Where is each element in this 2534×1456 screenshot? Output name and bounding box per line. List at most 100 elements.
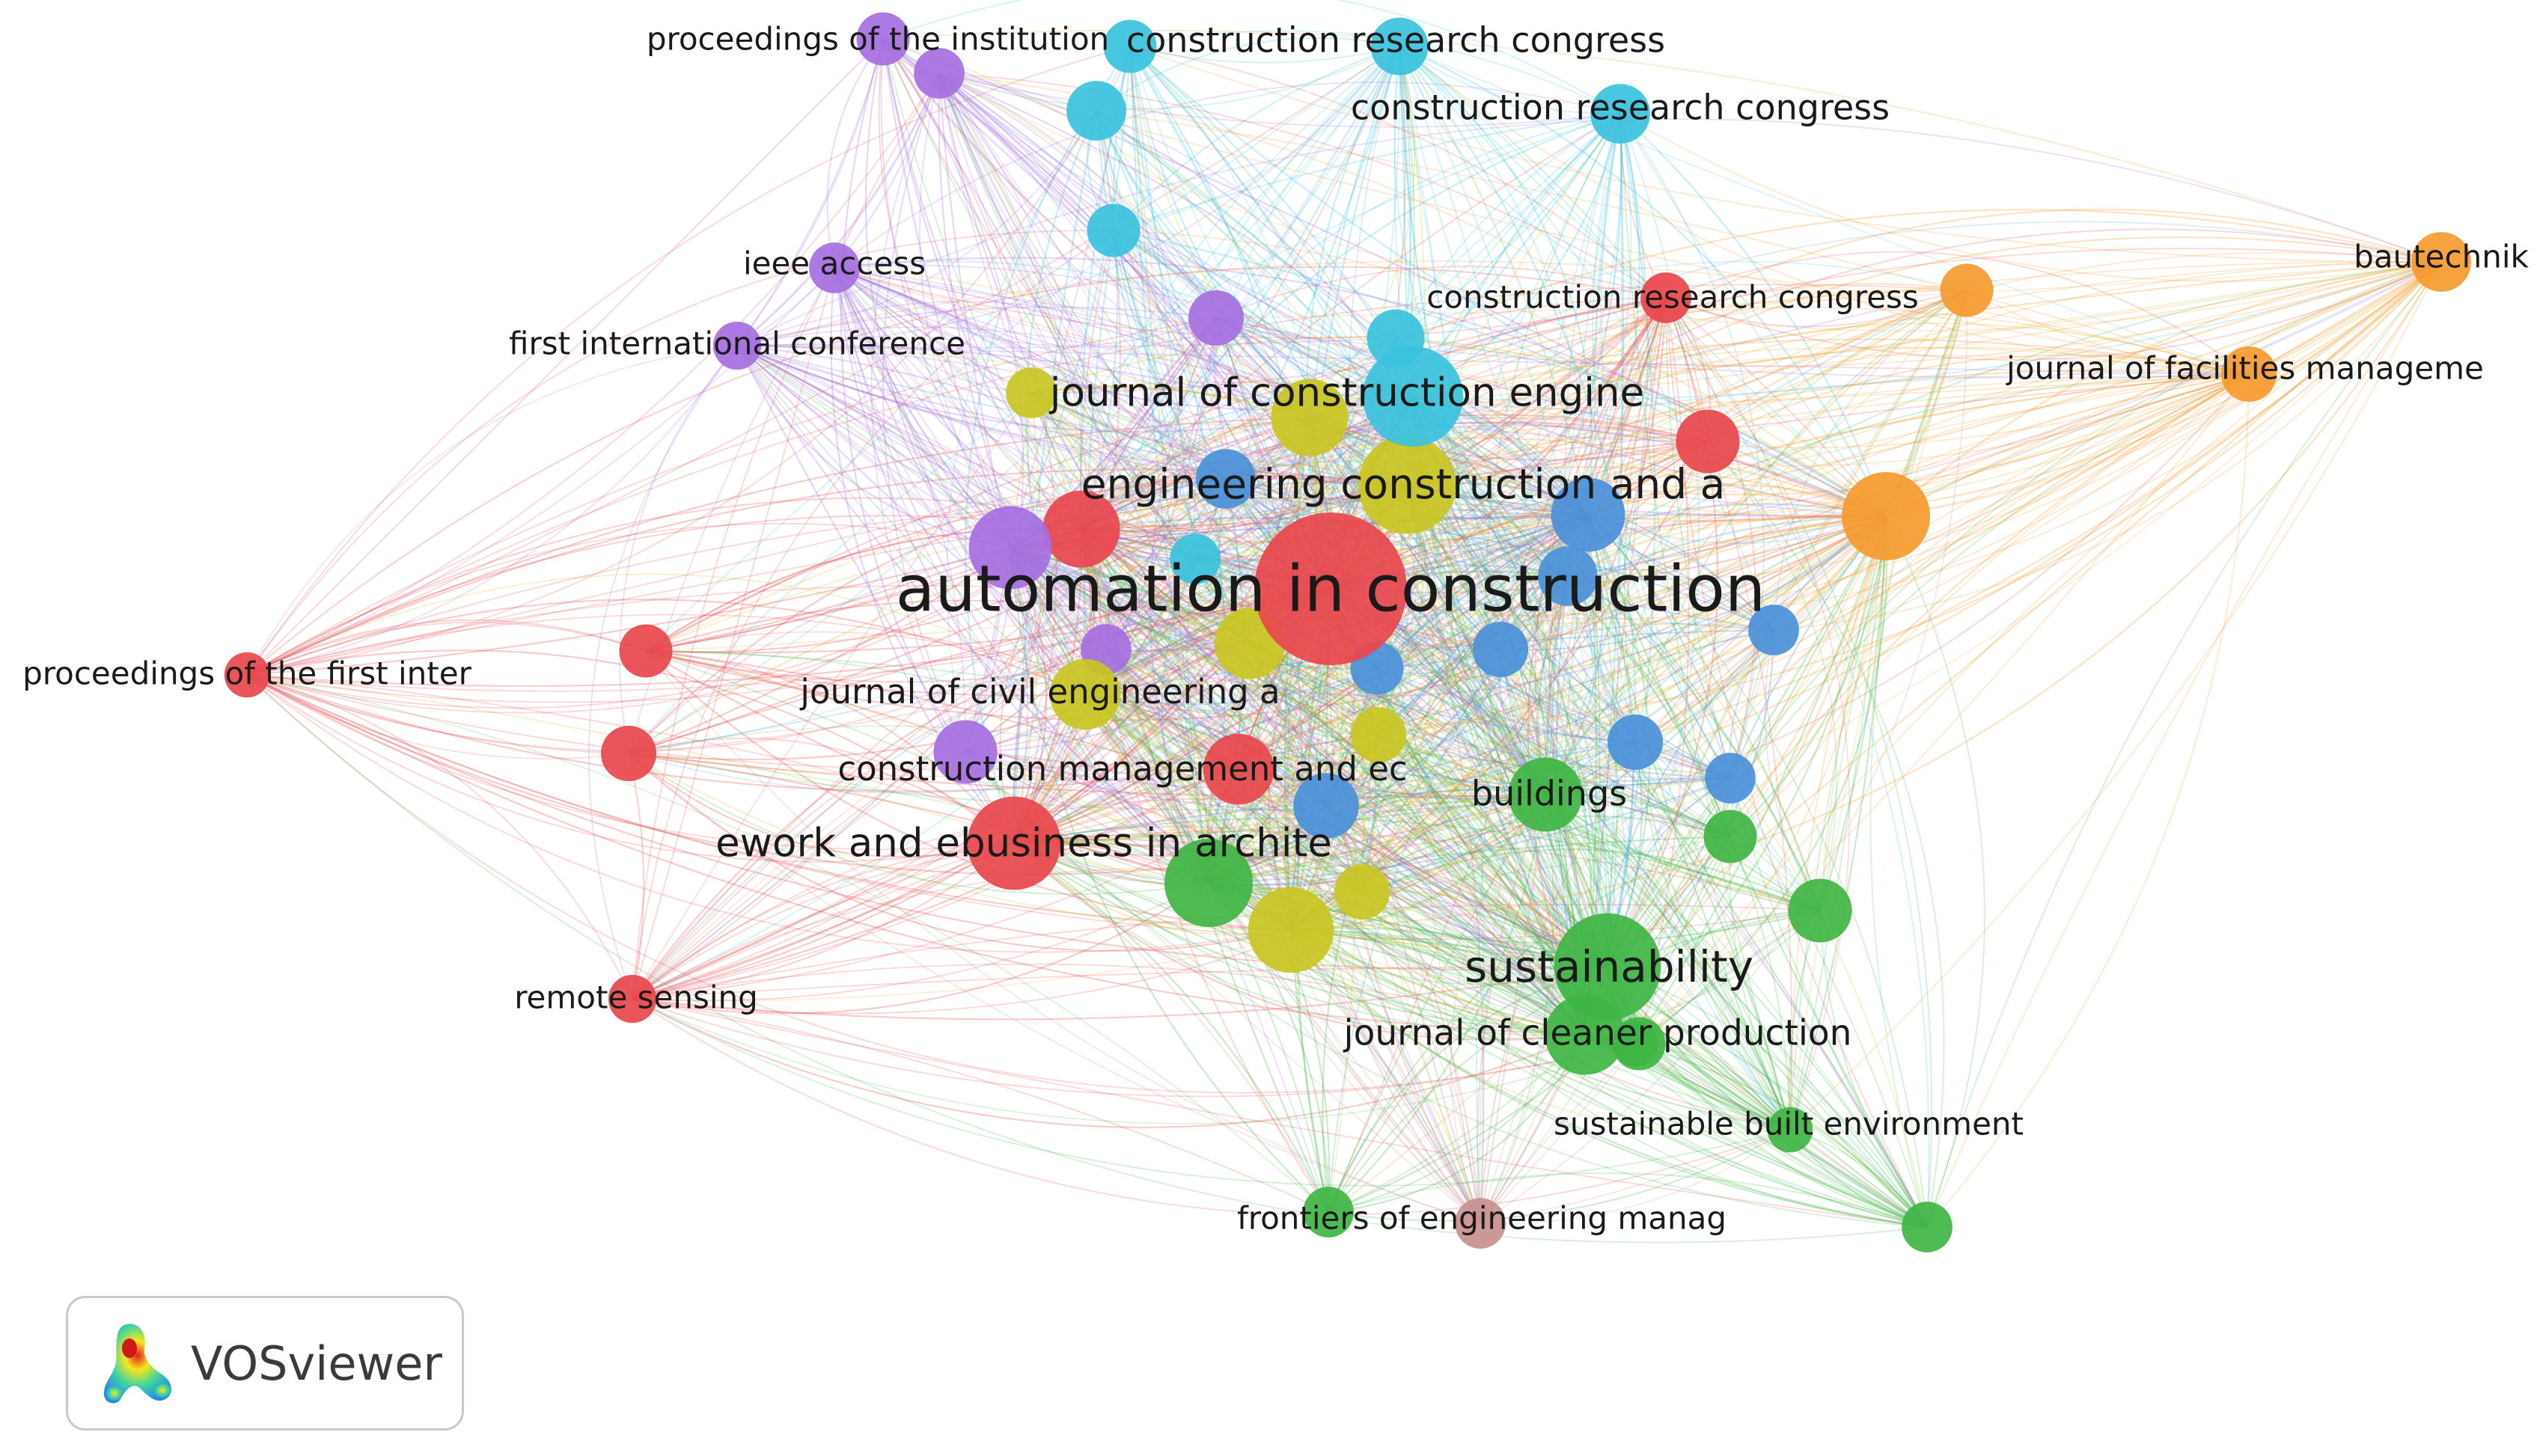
network-node-rs[interactable] — [608, 974, 657, 1024]
network-link — [834, 267, 966, 753]
network-node-r_c[interactable] — [619, 624, 673, 678]
network-node-ework[interactable] — [967, 796, 1061, 890]
network-node-eca[interactable] — [1358, 435, 1456, 534]
network-node-pfi[interactable] — [224, 652, 270, 698]
network-link — [1013, 417, 1311, 844]
network-link — [1084, 289, 1967, 695]
network-link — [882, 38, 1012, 548]
network-node-r_a[interactable] — [1042, 490, 1120, 568]
network-node-r_d[interactable] — [600, 725, 657, 782]
network-link — [1081, 527, 1792, 1131]
network-link — [1010, 547, 1608, 968]
node-label-sust: sustainability — [1465, 941, 1753, 992]
network-link — [736, 73, 940, 346]
network-link — [1081, 373, 2250, 530]
network-link — [882, 38, 1332, 590]
network-node-jcea[interactable] — [1049, 658, 1121, 730]
network-node-y_f[interactable] — [1006, 367, 1057, 418]
network-node-p_a[interactable] — [968, 506, 1052, 590]
network-link — [1010, 547, 1292, 931]
network-node-g_b[interactable] — [1788, 878, 1852, 943]
network-node-y_a[interactable] — [1248, 887, 1334, 973]
network-link — [1081, 528, 1292, 931]
network-node-c_a[interactable] — [1066, 81, 1126, 141]
network-link — [1207, 478, 1245, 884]
node-label-jfm: journal of facilities manageme — [2006, 350, 2484, 387]
network-node-sust[interactable] — [1554, 913, 1661, 1021]
network-link — [1249, 643, 1928, 1228]
network-node-b_i[interactable] — [1705, 753, 1756, 804]
network-node-baut[interactable] — [2411, 232, 2471, 292]
network-node-g_g[interactable] — [1303, 1187, 1354, 1238]
network-node-b_c[interactable] — [1196, 449, 1256, 509]
network-node-c_d[interactable] — [1087, 204, 1141, 257]
network-link — [736, 345, 1363, 893]
network-node-b_h[interactable] — [1748, 605, 1799, 655]
network-link — [1479, 514, 1589, 1224]
network-node-feng[interactable] — [1455, 1198, 1506, 1249]
network-node-r_b[interactable] — [1676, 409, 1740, 474]
network-node-aic[interactable] — [1254, 513, 1407, 665]
node-label-fic: first international conference — [509, 325, 965, 362]
network-node-o_b[interactable] — [1940, 263, 1994, 317]
network-link — [246, 674, 1015, 863]
network-link — [882, 73, 966, 753]
network-link — [1113, 230, 1546, 795]
network-node-crc3[interactable] — [1640, 272, 1691, 323]
network-link — [1010, 547, 1731, 780]
network-link — [1208, 794, 1546, 884]
network-link — [1208, 765, 1731, 884]
network-node-cmec[interactable] — [933, 720, 998, 784]
network-link — [628, 261, 2442, 778]
network-link — [1567, 261, 2442, 577]
network-link — [1399, 46, 1501, 650]
network-node-crc1[interactable] — [1370, 17, 1429, 76]
network-node-g_a[interactable] — [1164, 838, 1254, 928]
network-link — [645, 649, 1608, 967]
network-node-crc2[interactable] — [1590, 84, 1650, 144]
network-node-b_e[interactable] — [1607, 714, 1664, 771]
network-node-p_b[interactable] — [1188, 290, 1245, 346]
network-link — [1330, 290, 1967, 590]
network-node-jce[interactable] — [1362, 346, 1464, 447]
network-node-y_e[interactable] — [1350, 706, 1407, 763]
network-link — [1567, 373, 2250, 581]
network-node-ieee[interactable] — [809, 242, 860, 293]
network-link — [1607, 966, 1928, 1228]
network-link — [1545, 794, 1821, 912]
network-link — [1013, 817, 1821, 912]
network-link — [1330, 515, 1887, 593]
network-node-jfm[interactable] — [2220, 346, 2277, 403]
network-node-pinst[interactable] — [914, 48, 965, 99]
network-node-g_d[interactable] — [1612, 1017, 1666, 1071]
network-link — [1010, 547, 1636, 744]
network-link — [1376, 373, 2250, 669]
network-link — [1013, 842, 1928, 1229]
network-node-bld[interactable] — [1508, 757, 1583, 832]
network-link — [1080, 528, 1209, 884]
network-node-b_b[interactable] — [1293, 773, 1359, 839]
network-node-y_d[interactable] — [1334, 863, 1390, 920]
network-node-fic[interactable] — [712, 321, 762, 370]
network-link — [1328, 794, 1547, 1213]
network-node-r_e[interactable] — [1203, 733, 1274, 805]
network-node-c_e[interactable] — [1170, 533, 1221, 584]
network-link — [1406, 484, 1928, 1228]
network-node-b_a[interactable] — [1551, 477, 1625, 552]
network-node-p_c[interactable] — [856, 12, 910, 66]
network-link — [1084, 516, 1887, 695]
network-link — [1607, 113, 1623, 967]
network-link — [1328, 1129, 1791, 1222]
network-node-b_d[interactable] — [1538, 546, 1598, 606]
network-link — [1545, 794, 1791, 1131]
network-node-y_b[interactable] — [1271, 379, 1349, 456]
network-node-g_e[interactable] — [1902, 1202, 1953, 1252]
network-link — [1634, 516, 1887, 1044]
network-node-b_f[interactable] — [1472, 621, 1529, 678]
network-node-g_c[interactable] — [1703, 810, 1757, 863]
network-node-c_b[interactable] — [1103, 19, 1157, 73]
network-node-o_a[interactable] — [1841, 471, 1931, 561]
network-node-sbe[interactable] — [1767, 1107, 1813, 1153]
network-link — [1330, 516, 1887, 617]
network-link — [632, 842, 1015, 1000]
